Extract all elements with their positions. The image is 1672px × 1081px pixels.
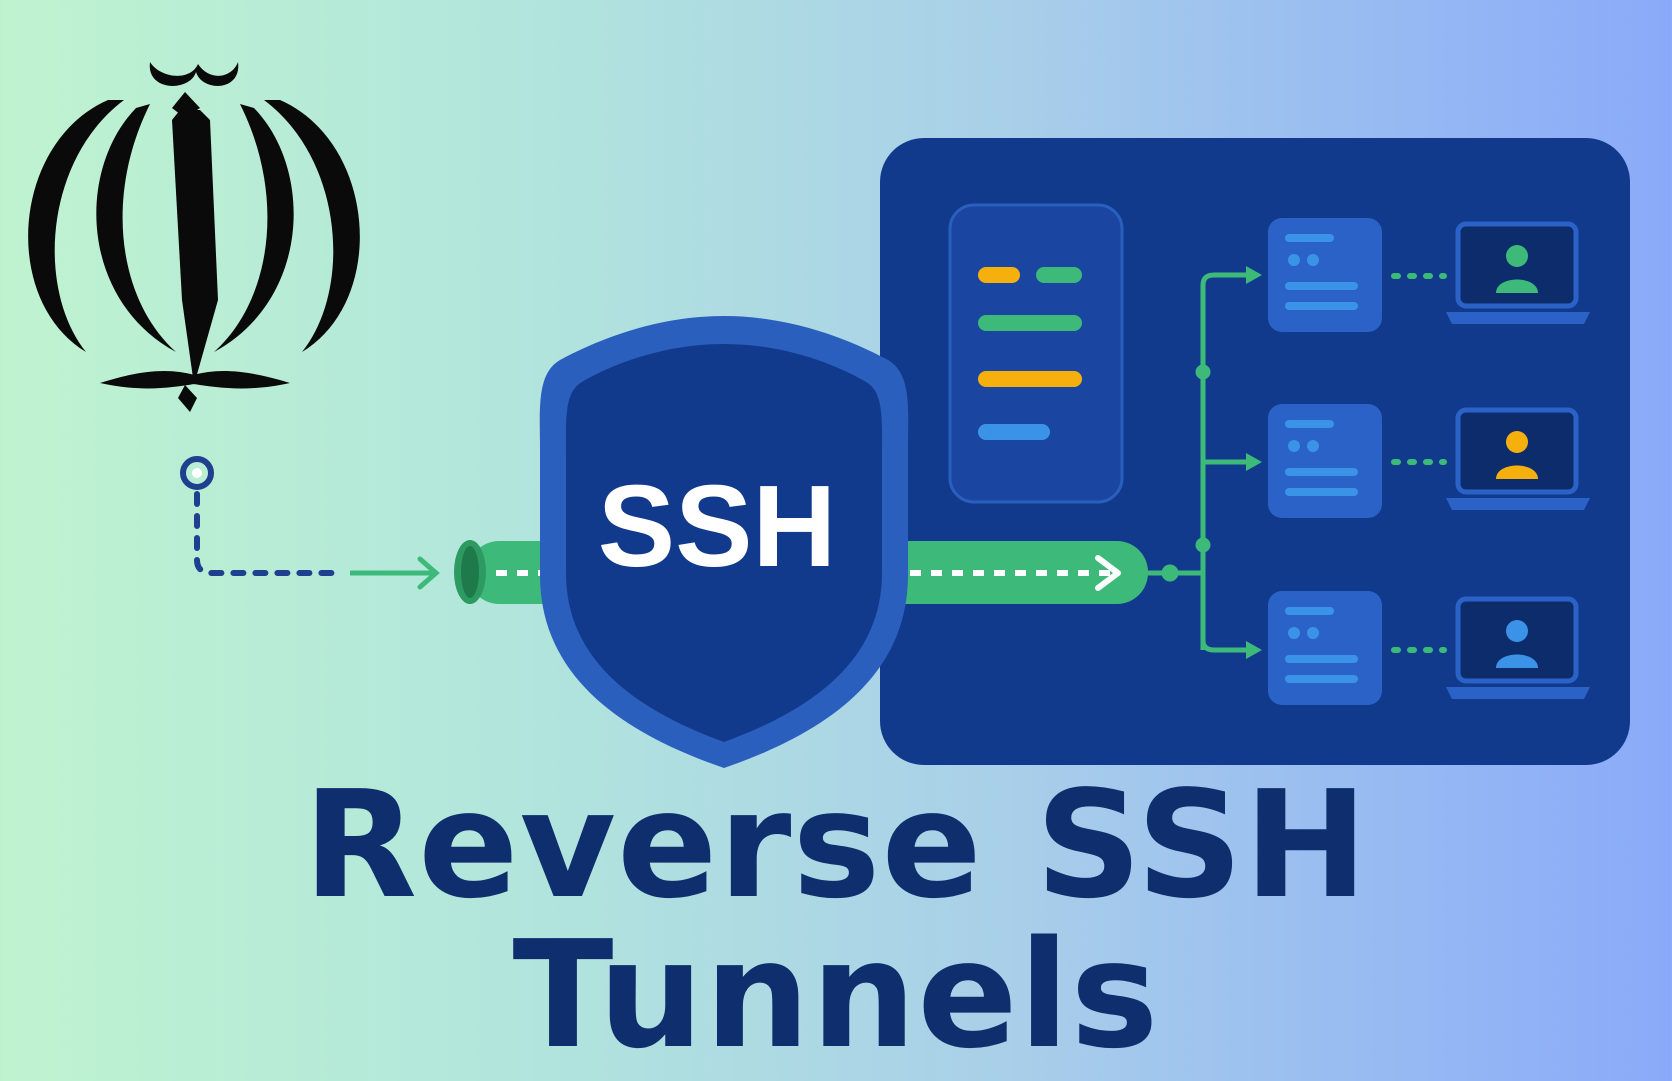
server-icon — [1268, 404, 1382, 518]
iran-emblem-icon — [28, 62, 360, 412]
reverse-ssh-diagram: SSH — [28, 62, 1630, 768]
laptop-user-icon — [1446, 407, 1590, 510]
location-pin-icon — [180, 456, 214, 490]
laptop-user-icon — [1446, 596, 1590, 699]
shield-label: SSH — [598, 461, 837, 591]
laptop-user-icon — [1446, 221, 1590, 324]
page-title: Reverse SSH Tunnels — [303, 759, 1369, 1081]
branch-connectors — [1146, 272, 1258, 653]
origin-dashed-path — [194, 491, 343, 576]
ssh-shield-icon — [539, 316, 909, 768]
config-card — [948, 203, 1124, 504]
server-icon — [1268, 218, 1382, 332]
server-icon — [1268, 591, 1382, 705]
origin-arrow — [350, 556, 440, 590]
branch-arrowheads — [1246, 266, 1262, 659]
